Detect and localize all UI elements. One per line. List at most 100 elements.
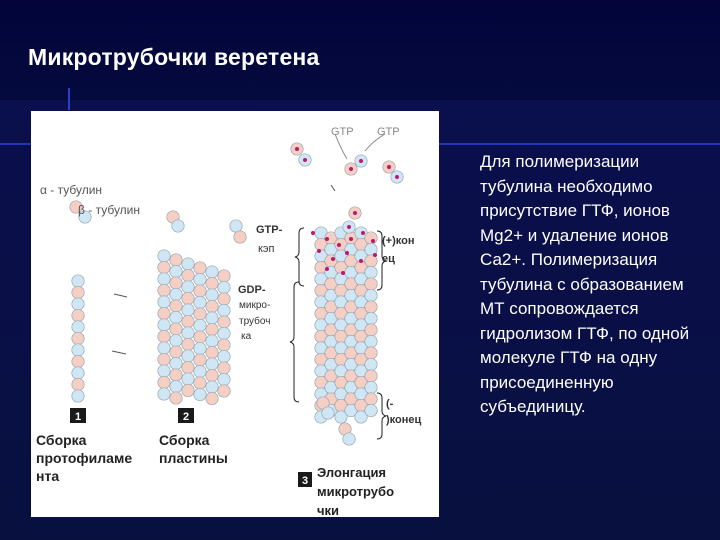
gtp-dot	[395, 175, 399, 179]
tubulin-subunit	[71, 354, 85, 369]
gtp-dots	[295, 147, 399, 275]
tubulin-subunit	[217, 361, 231, 375]
tubulin-subunit	[169, 356, 183, 371]
tubulin-subunit	[193, 295, 207, 310]
tubulin-subunit	[364, 334, 378, 349]
tubulin-subunit	[364, 288, 378, 303]
gtp-dot	[337, 243, 341, 247]
tubulin-subunit	[321, 406, 335, 420]
tubulin-subunit	[157, 364, 171, 378]
tubulin-subunit	[157, 329, 171, 344]
tubulin-subunit	[169, 368, 183, 382]
tubulin-subunit	[169, 299, 183, 313]
step-1-caption-line-2: протофиламе	[36, 450, 132, 466]
tubulin-subunit	[157, 283, 171, 298]
gtp-dot	[353, 211, 357, 215]
dash-mark	[111, 350, 127, 355]
tubulin-subunit	[71, 297, 85, 311]
dash-mark	[330, 184, 336, 192]
tubulin-subunit	[181, 257, 195, 271]
gtp-dot	[295, 147, 299, 151]
tubulin-subunit	[217, 349, 231, 364]
tubulin-subunit	[193, 376, 207, 390]
tubulin-subunit	[181, 280, 195, 294]
gtp-dot	[349, 167, 353, 171]
tubulin-subunit	[71, 389, 85, 403]
beta-tubulin-label: β - тубулин	[78, 203, 140, 217]
tubulin-subunit	[205, 288, 219, 302]
tubulin-subunit	[157, 249, 171, 263]
step-2-badge	[178, 408, 194, 423]
tubulin-subunit	[157, 375, 171, 390]
tubulin-subunit	[157, 260, 171, 275]
tubulin-subunit	[205, 345, 219, 360]
gtp-dot	[361, 231, 365, 235]
tubulin-subunit	[181, 360, 195, 375]
tubulin-subunit	[205, 299, 219, 314]
step-2-caption-line-2: пластины	[159, 450, 228, 466]
tubulin-subunit	[205, 322, 219, 337]
gdp-label-4: ка	[241, 331, 252, 342]
tubulin-subunit	[71, 285, 85, 300]
gtp-dot	[325, 237, 329, 241]
minus-end-bracket	[376, 392, 387, 440]
tubulin-subunit	[205, 380, 219, 394]
tubulin-subunit	[169, 264, 183, 279]
gtp-dot	[303, 158, 307, 162]
tubulin-subunit	[157, 318, 171, 332]
gtp-label-2: GTP	[377, 126, 400, 138]
gtp-dot	[331, 257, 335, 261]
tubulin-subunit	[364, 403, 378, 418]
tubulin-diagram: GTP GTP α - тубулин β - тубулин GTP- кэп…	[36, 126, 422, 517]
tubulin-subunit	[364, 277, 378, 291]
gtp-cap-bracket	[294, 227, 305, 287]
tubulin-subunit	[78, 210, 92, 224]
tubulin-subunit	[157, 295, 171, 309]
title-band	[0, 0, 720, 100]
gtp-cap-label-2: кэп	[258, 243, 275, 255]
tubulin-subunit	[69, 200, 83, 214]
tubulin-subunit	[205, 311, 219, 325]
tubulin-subunit	[181, 349, 195, 363]
step-3-caption-line-3: чки	[317, 503, 339, 517]
tubulin-subunit	[364, 357, 378, 372]
tubulin-subunit	[71, 320, 85, 334]
tubulin-subunit	[364, 392, 378, 406]
tubulin-subunit	[157, 387, 171, 401]
gtp-dot	[345, 251, 349, 255]
tubulin-subunit	[193, 330, 207, 344]
alpha-tubulin-label: α - тубулин	[40, 183, 102, 197]
gtp-dot	[347, 225, 351, 229]
tubulin-subunit	[193, 261, 207, 275]
tubulin-subunit	[217, 292, 231, 306]
gtp-arrow-2	[364, 133, 386, 152]
tubulin-subunit	[71, 308, 85, 323]
tubulin-subunit	[217, 280, 231, 295]
step-3-caption-line-1: Элонгация	[317, 465, 386, 480]
tubulin-subunit	[354, 410, 368, 424]
tubulin-subunit	[181, 337, 195, 352]
tubulin-subunit	[157, 341, 171, 355]
tubulin-subunit	[233, 230, 247, 244]
tubulin-subunit	[364, 323, 378, 337]
tubulin-subunit	[71, 331, 85, 346]
tubulin-subunit	[157, 306, 171, 321]
tubulin-subunit	[169, 379, 183, 394]
gdp-label-1: GDP-	[238, 284, 266, 296]
tubulin-subunit	[205, 391, 219, 406]
step-3-number: 3	[302, 475, 308, 487]
tubulin-subunit	[364, 369, 378, 383]
tubulin-subunit	[193, 353, 207, 367]
gdp-label-2: микро-	[239, 300, 270, 311]
step-2-number: 2	[183, 411, 189, 423]
tubulin-subunit	[205, 334, 219, 348]
gtp-dot	[371, 239, 375, 243]
tubulin-subunit	[169, 253, 183, 267]
gtp-dot	[317, 249, 321, 253]
tubulin-subunit	[181, 383, 195, 398]
minus-end-label-2: )конец	[386, 414, 422, 426]
tubulin-subunit	[217, 303, 231, 318]
tubulin-subunit	[364, 346, 378, 360]
step-3-caption-line-2: микротрубо	[317, 484, 394, 499]
plus-end-bracket	[376, 230, 387, 291]
